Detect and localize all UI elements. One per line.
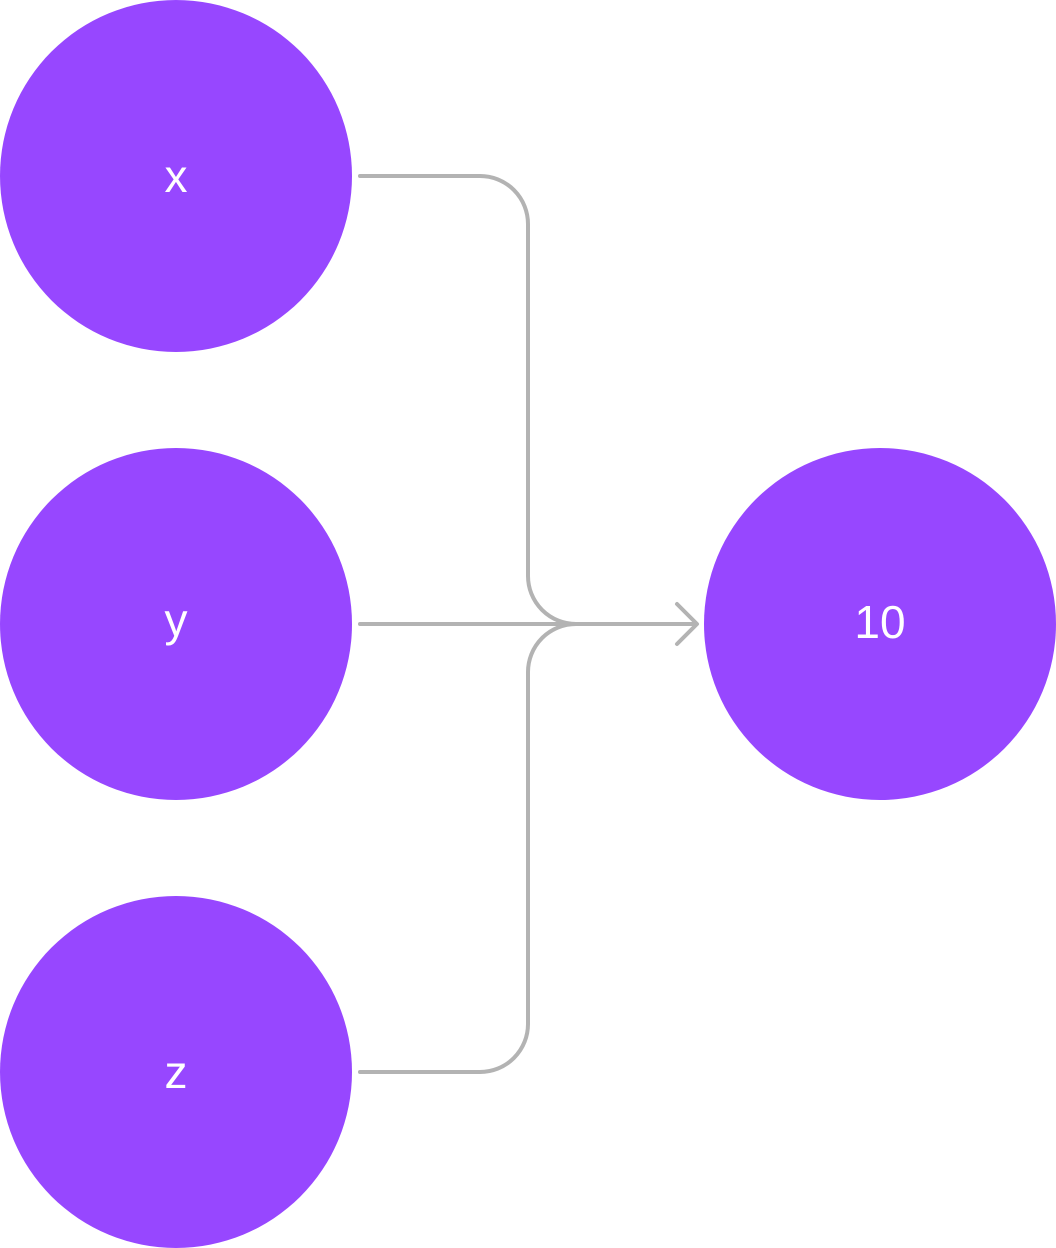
edges-group	[358, 174, 699, 1074]
node-output[interactable]: 10	[704, 448, 1056, 800]
node-z-label: z	[165, 1046, 188, 1098]
node-z[interactable]: z	[0, 896, 352, 1248]
node-x-label: x	[165, 150, 188, 202]
node-y[interactable]: y	[0, 448, 352, 800]
node-y-label: y	[165, 594, 188, 646]
node-output-label: 10	[854, 596, 905, 648]
arrowhead-icon	[675, 602, 699, 646]
node-x[interactable]: x	[0, 0, 352, 352]
node-z-circle	[0, 896, 352, 1248]
node-y-circle	[0, 448, 352, 800]
node-x-circle	[0, 0, 352, 352]
edge-z-to-output	[358, 622, 698, 1074]
node-output-circle	[704, 448, 1056, 800]
edge-x-to-output	[358, 174, 698, 626]
